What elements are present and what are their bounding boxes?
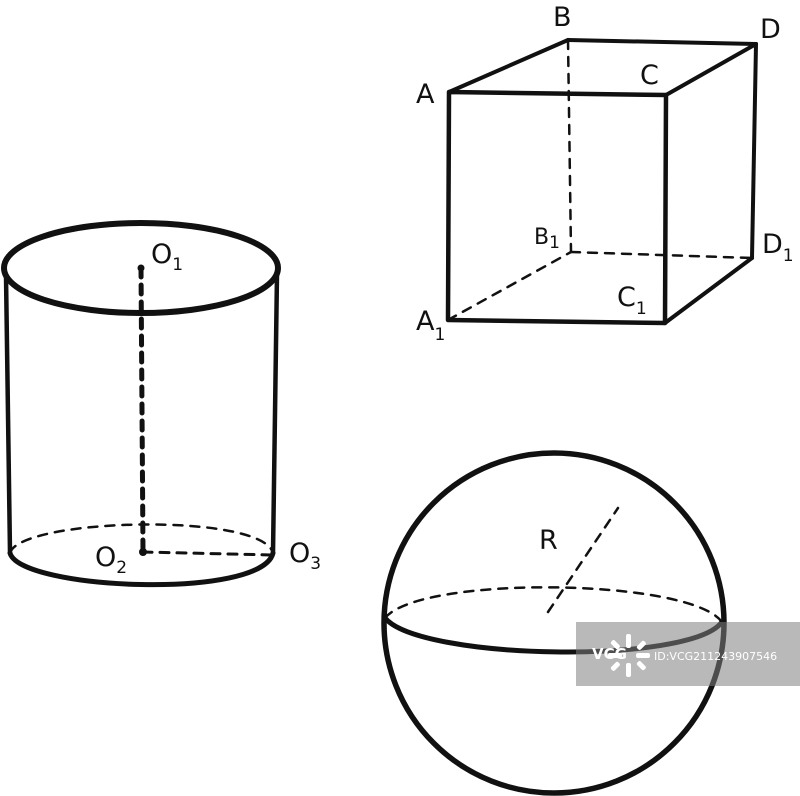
sphere-equator-back (383, 586, 724, 624)
label-o2: O2 (95, 542, 127, 578)
watermark-emblem-icon (608, 634, 650, 677)
cube-right-back-vertical (750, 42, 758, 260)
label-b1: B1 (534, 225, 560, 253)
cube-top-back-edge (566, 38, 758, 46)
cube: A B C D A1 B1 C1 D1 (416, 2, 794, 345)
label-c: C (640, 60, 659, 91)
cube-top-right-edge (664, 42, 758, 97)
cylinder-top-center-dot (137, 264, 145, 272)
cube-hidden-vertical (566, 38, 573, 254)
cylinder-axis (138, 265, 146, 555)
label-o1: O1 (151, 239, 183, 275)
cube-hidden-bottom-left (446, 250, 573, 322)
cube-right-bottom-edge (663, 256, 754, 325)
label-a: A (416, 79, 435, 110)
watermark: VCG ID:VCG211243907546 (576, 622, 800, 686)
label-d: D (760, 14, 781, 45)
cylinder-radius (141, 550, 275, 557)
label-a1: A1 (416, 306, 445, 345)
cube-top-left-edge (447, 38, 570, 94)
label-o3: O3 (289, 538, 321, 574)
label-c1: C1 (617, 282, 647, 319)
cylinder-bottom-front (7, 550, 276, 588)
label-d1: D1 (762, 229, 794, 266)
label-b: B (553, 2, 572, 33)
cylinder-bottom-center-dot (139, 548, 147, 556)
cylinder: O1 O2 O3 (1, 220, 321, 588)
watermark-id: ID:VCG211243907546 (654, 650, 777, 663)
cube-hidden-bottom-back (569, 250, 754, 260)
sphere-radius-line (546, 506, 620, 614)
cylinder-right-wall (270, 271, 280, 556)
label-r: R (539, 525, 558, 556)
cylinder-left-wall (3, 273, 13, 556)
